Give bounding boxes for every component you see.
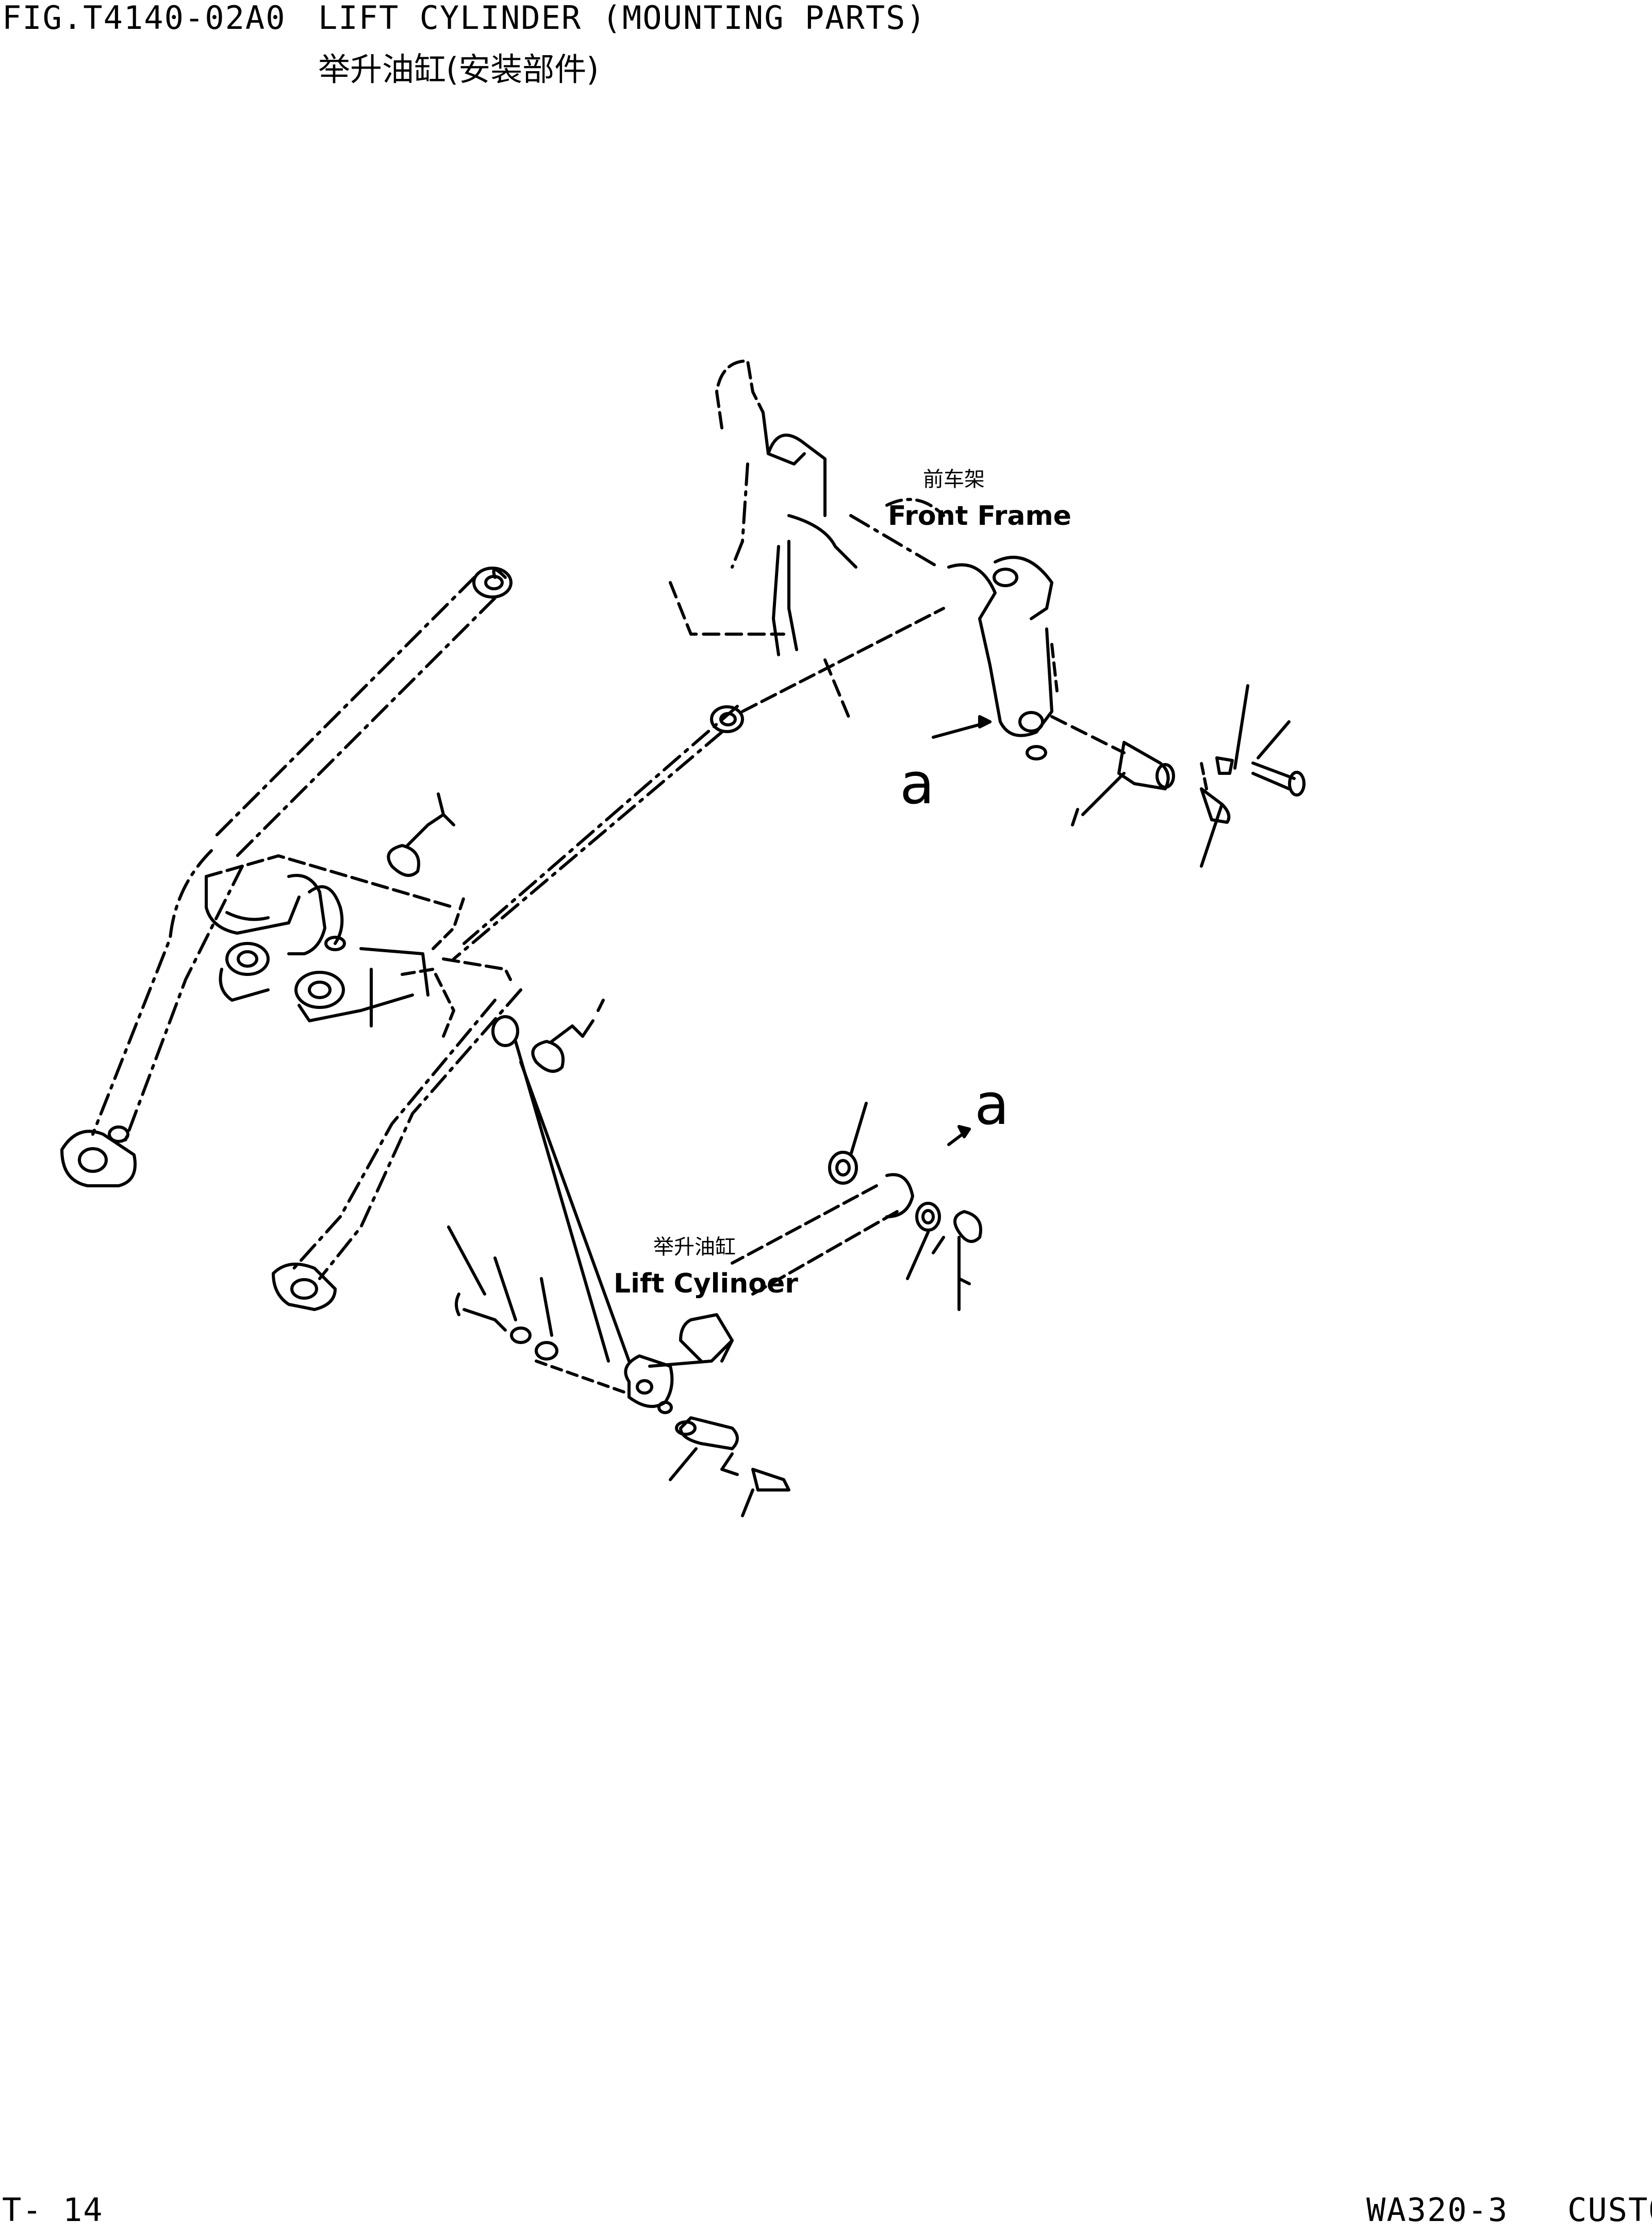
- catalog-label: CUSTO: [1567, 2194, 1652, 2226]
- hose-clamps: [387, 792, 605, 1073]
- front-frame-label-zh: 前车架: [923, 468, 985, 491]
- detail-arrow-upper: [932, 715, 992, 739]
- lift-cylinder-label-zh: 举升油缸: [653, 1235, 736, 1259]
- detail-arrow-lower: [947, 1125, 971, 1146]
- front-pin-assembly: [1050, 684, 1306, 868]
- seals-and-clevis: [828, 1102, 982, 1311]
- lower-pin-assembly: [447, 1225, 790, 1517]
- front-frame-label-en: Front Frame: [888, 501, 1071, 532]
- lift-arm: [452, 568, 945, 960]
- page-number: T- 14: [2, 2191, 104, 2229]
- lift-cylinder-label-en: Lift Cylinoer: [614, 1268, 798, 1299]
- left-lift-arm: [60, 567, 513, 1187]
- cross-tube: [205, 854, 466, 1028]
- page-title-chinese: 举升油缸(安装部件): [318, 51, 599, 88]
- model-number: WA320-3: [1366, 2191, 1509, 2229]
- page-title: LIFT CYLINDER (MOUNTING PARTS): [318, 0, 927, 37]
- front-frame: [669, 359, 1059, 760]
- lower-lift-arm: [272, 957, 522, 1311]
- detail-marker-a-lower: a: [974, 1071, 1009, 1137]
- lift-cylinder: [514, 1040, 914, 1414]
- detail-marker-a-upper: a: [900, 751, 934, 817]
- figure-number: FIG.T4140-02A0: [2, 0, 286, 37]
